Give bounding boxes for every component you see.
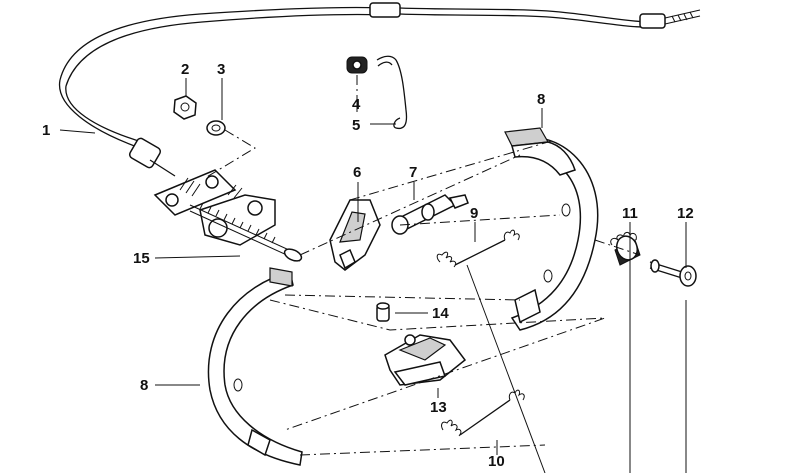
handbrake-cable <box>58 2 701 177</box>
callout-6: 6 <box>353 164 361 181</box>
assembly-lines <box>204 75 641 456</box>
grommet-part-4 <box>346 56 368 74</box>
spring-cup-part-11 <box>610 231 641 266</box>
callout-9: 9 <box>470 205 478 222</box>
sleeve-part-14 <box>376 302 390 322</box>
return-spring-part-9 <box>436 229 520 268</box>
leader-lines <box>59 78 687 473</box>
nut-part-2 <box>173 95 197 120</box>
callout-2: 2 <box>181 61 189 78</box>
callout-8-upper: 8 <box>537 91 545 108</box>
callout-12: 12 <box>677 205 694 222</box>
washer-part-3 <box>206 120 226 136</box>
callout-8-lower: 8 <box>140 377 148 394</box>
adjuster-part-7 <box>391 194 469 235</box>
pin-part-12 <box>649 259 697 287</box>
callout-1: 1 <box>42 122 50 139</box>
expander-part-13 <box>384 334 467 386</box>
spring-clip-part-5 <box>376 55 408 130</box>
callout-14: 14 <box>432 305 449 322</box>
callout-13: 13 <box>430 399 447 416</box>
callout-7: 7 <box>409 164 417 181</box>
callout-labels: 1 2 3 4 5 6 7 8 8 9 10 11 12 13 14 15 <box>42 61 694 470</box>
spring-part-10 <box>441 389 525 437</box>
brake-shoe-lower <box>207 267 303 466</box>
callout-4: 4 <box>352 96 361 113</box>
callout-5: 5 <box>352 117 360 134</box>
callout-11: 11 <box>622 205 638 222</box>
lever-part-6 <box>329 199 381 271</box>
callout-15: 15 <box>133 250 150 267</box>
brake-shoe-upper <box>504 127 599 331</box>
cable-bracket-assembly <box>153 169 303 262</box>
callout-3: 3 <box>217 61 225 78</box>
callout-10: 10 <box>488 453 505 470</box>
